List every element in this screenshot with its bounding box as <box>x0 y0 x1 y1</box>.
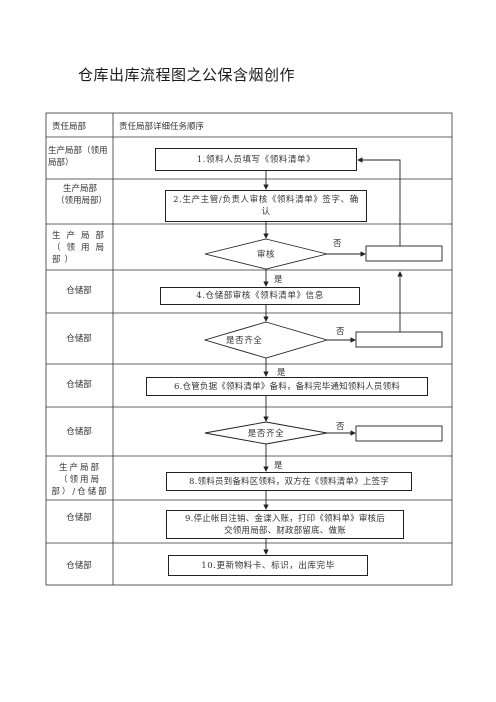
dept-row-8: 生产局部（领用局部）/仓储部 <box>51 463 109 497</box>
yes-label-3: 是 <box>274 461 283 471</box>
dept-row-10: 仓储部 <box>66 561 92 571</box>
dept-row-9: 仓储部 <box>66 513 92 523</box>
step-9-box: 9.停止帐目注销、金谍入账，打印《领料单》审核后交领用局部、财政部留底、做账 <box>166 510 404 539</box>
dept-row-5: 仓储部 <box>66 334 92 344</box>
step-2-box: 2.生产主管/负责人审核《领料清单》签字、确认 <box>165 190 367 222</box>
step-10-box: 10.更新物料卡、标识，出库完毕 <box>168 555 368 576</box>
dept-row-2: 生产局部（领用局部） <box>56 184 108 206</box>
dept-row-3: 生产局部（领用局部） <box>52 231 108 265</box>
dept-row-4: 仓储部 <box>66 286 92 296</box>
side-box-3 <box>355 425 443 442</box>
step-8-box: 8.领料员到备料区领料，双方在《领料清单》上签字 <box>166 472 412 491</box>
decision-complete-2-label: 是否齐全 <box>247 429 285 439</box>
side-box-2 <box>355 331 443 348</box>
header-col-tasks: 责任局部详细任务顺序 <box>119 122 205 132</box>
table-grid <box>45 112 453 586</box>
yes-label-1: 是 <box>274 275 283 285</box>
decision-review-label: 审核 <box>256 250 276 260</box>
page-title: 仓库出库流程图之公保含烟创作 <box>78 66 296 84</box>
step-4-box: 4.仓储部审核《领料清单》信息 <box>160 287 360 305</box>
yes-label-2: 是 <box>277 368 286 378</box>
no-label-2: 否 <box>336 327 345 337</box>
step-1-box: 1.领料人员填写《领料清单》 <box>155 148 357 171</box>
side-box-1 <box>365 245 443 262</box>
no-label-1: 否 <box>333 239 342 249</box>
dept-row-6: 仓储部 <box>66 380 92 390</box>
header-col-dept: 责任局部 <box>52 122 87 132</box>
decision-complete-1-label: 是否齐全 <box>226 336 263 346</box>
dept-row-1: 生产局部（领用局部） <box>48 146 108 168</box>
step-6-box: 6.仓管负据《领料清单》备料，备料完毕通知领料人员领料 <box>146 377 428 396</box>
dept-row-7: 仓储部 <box>66 427 92 437</box>
no-label-3: 否 <box>336 422 345 432</box>
